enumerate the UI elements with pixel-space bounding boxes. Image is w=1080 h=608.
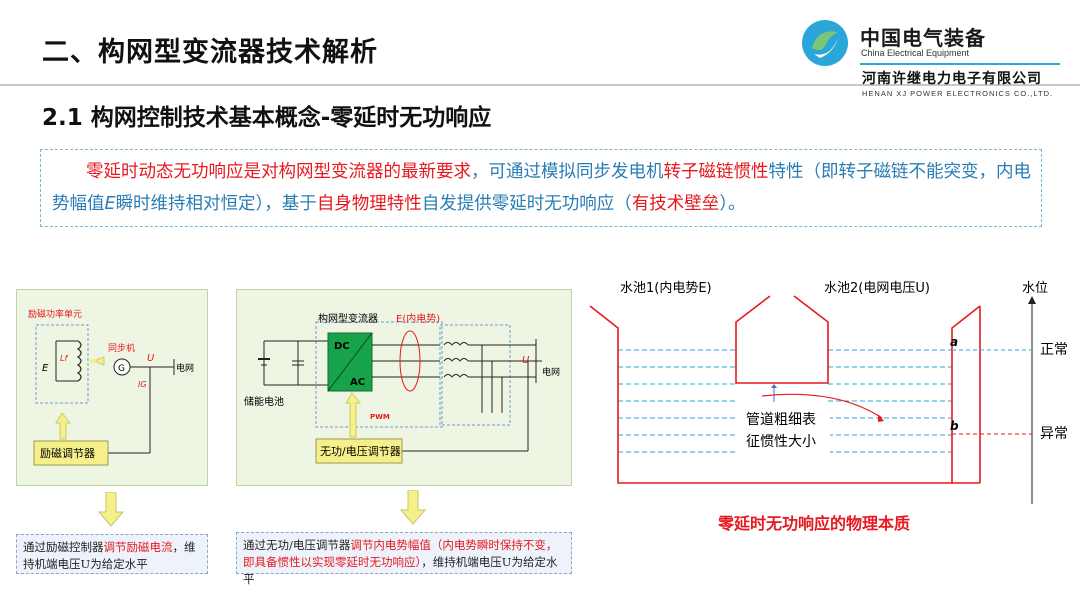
desc-highlight: 零延时动态无功响应是对构网型变流器的最新要求 xyxy=(86,162,471,182)
tank-outline xyxy=(589,305,981,484)
desc-text-part: 特性（即转子磁链不能突变，内电势幅值 xyxy=(52,162,1031,214)
logo-divider xyxy=(860,63,1060,65)
description-box xyxy=(40,149,1042,227)
note-text: ，维持机端电压U为给定水平 xyxy=(243,555,558,586)
a-label: a xyxy=(950,335,958,349)
grid-label: 电网 xyxy=(542,366,560,378)
converter-label: 构网型变流器 xyxy=(318,312,378,325)
page-title: 二、构网型变流器技术解析 xyxy=(42,37,378,68)
brand-name: 中国电气装备 xyxy=(860,26,986,50)
u-label: U xyxy=(522,355,530,366)
desc-highlight: 有技术壁垒 xyxy=(631,194,720,214)
emf-ellipse xyxy=(399,330,421,392)
divider-wall xyxy=(735,295,829,384)
gen-label: 同步机 xyxy=(108,342,135,354)
g-label: G xyxy=(118,364,125,374)
note-text: 通过励磁控制器 xyxy=(23,540,104,554)
arrow-up-icon xyxy=(55,412,72,440)
e-label: E xyxy=(42,363,49,374)
desc-text-part: ）。 xyxy=(719,194,746,214)
desc-text-part: 瞬时维持相对恒定），基于 xyxy=(115,194,317,214)
arrow-head-icon xyxy=(878,414,884,422)
b-label: b xyxy=(950,419,959,433)
emf-label: E(内电势) xyxy=(396,312,440,325)
generator-diagram: 励磁功率单元 Lf E G 同步机 U IG 电网 励磁调节器 xyxy=(28,308,194,466)
arrow-right-icon xyxy=(92,356,105,366)
arrow-up-icon xyxy=(345,392,362,438)
ac-label: AC xyxy=(350,377,365,388)
pwm-label: PWM xyxy=(370,413,390,421)
water-tank-diagram: 水池1(内电势E) 水池2(电网电压U) 水位 管道粗细表 征惯性大小 a b … xyxy=(589,280,1068,504)
lf-label: Lf xyxy=(60,354,68,363)
note-highlight: 调节励磁电流 xyxy=(103,540,173,554)
ig-label: IG xyxy=(138,380,147,389)
pipe-label-2: 征惯性大小 xyxy=(746,433,816,450)
filter-box xyxy=(439,324,511,426)
desc-var: E xyxy=(104,194,116,214)
desc-highlight: 自身物理特性 xyxy=(316,194,422,214)
arrow-shaft xyxy=(90,359,96,363)
desc-highlight: 转子磁链惯性 xyxy=(663,162,769,182)
desc-text-part: 自发提供零延时无功响应（ xyxy=(421,194,632,214)
desc-text-part: ，可通过模拟同步发电机 xyxy=(471,162,664,182)
description-text: 零延时动态无功响应是对构网型变流器的最新要求，可通过模拟同步发电机转子磁链惯性特… xyxy=(52,156,1037,220)
company-name: 河南许继电力电子有限公司 xyxy=(862,71,1042,87)
arrow-down-icon xyxy=(98,492,124,527)
pool1-label: 水池1(内电势E) xyxy=(620,280,712,296)
u-label: U xyxy=(147,353,155,364)
grid-label: 电网 xyxy=(176,362,194,374)
flow-arrow xyxy=(761,393,883,419)
level-label: 水位 xyxy=(1022,281,1048,296)
note-highlight: 调节内电势幅值（内电势瞬时保持不变，即具备惯性以实现零延时无功响应） xyxy=(243,538,558,569)
section-subtitle: 2.1 构网控制技术基本概念-零延时无功响应 xyxy=(42,105,492,131)
inductor-icon xyxy=(443,374,469,378)
company-name-en: HENAN XJ POWER ELECTRONICS CO.,LTD. xyxy=(862,89,1054,98)
arrow-up-icon xyxy=(771,384,777,388)
converter-diagram: 构网型变流器 E(内电势) 储能电池 DC AC U 电网 PWM 无功/电压调… xyxy=(244,312,560,464)
converter-diagonal xyxy=(327,332,373,392)
pipe-label-bg xyxy=(740,404,830,454)
pipe-label-1: 管道粗细表 xyxy=(746,412,816,428)
inductor-icon xyxy=(443,342,469,346)
battery-label: 储能电池 xyxy=(244,395,284,408)
note-text: 通过无功/电压调节器 xyxy=(243,538,351,552)
converter-note: 通过无功/电压调节器调节内电势幅值（内电势瞬时保持不变，即具备惯性以实现零延时无… xyxy=(236,532,572,586)
brand-name-en: China Electrical Equipment xyxy=(861,48,970,58)
dc-label: DC xyxy=(334,341,350,352)
company-logo-icon xyxy=(802,20,848,66)
field-coil-icon xyxy=(76,340,82,382)
arrow-up-icon xyxy=(1028,296,1036,304)
tank-caption: 零延时无功响应的物理本质 xyxy=(718,514,911,533)
water-lines xyxy=(618,349,952,453)
tank-right-wall xyxy=(952,306,981,484)
excitation-unit-box xyxy=(35,324,89,404)
normal-label: 正常 xyxy=(1040,342,1068,358)
arrow-down-icon xyxy=(400,490,426,525)
converter-box xyxy=(315,321,443,428)
generator-note: 通过励磁控制器调节励磁电流，维持机端电压U为给定水平 xyxy=(16,534,208,574)
reactive-regulator-box xyxy=(315,438,403,464)
regulator-label: 无功/电压调节器 xyxy=(320,445,401,458)
note-text: ，维持机端电压U为给定水平 xyxy=(23,540,196,571)
regulator-label: 励磁调节器 xyxy=(40,447,95,460)
title-divider xyxy=(0,84,1080,86)
abnormal-label: 异常 xyxy=(1040,426,1068,442)
unit-label: 励磁功率单元 xyxy=(28,308,82,320)
inductor-icon xyxy=(443,358,469,362)
pool2-label: 水池2(电网电压U) xyxy=(824,281,930,296)
excitation-regulator-box xyxy=(33,440,109,466)
